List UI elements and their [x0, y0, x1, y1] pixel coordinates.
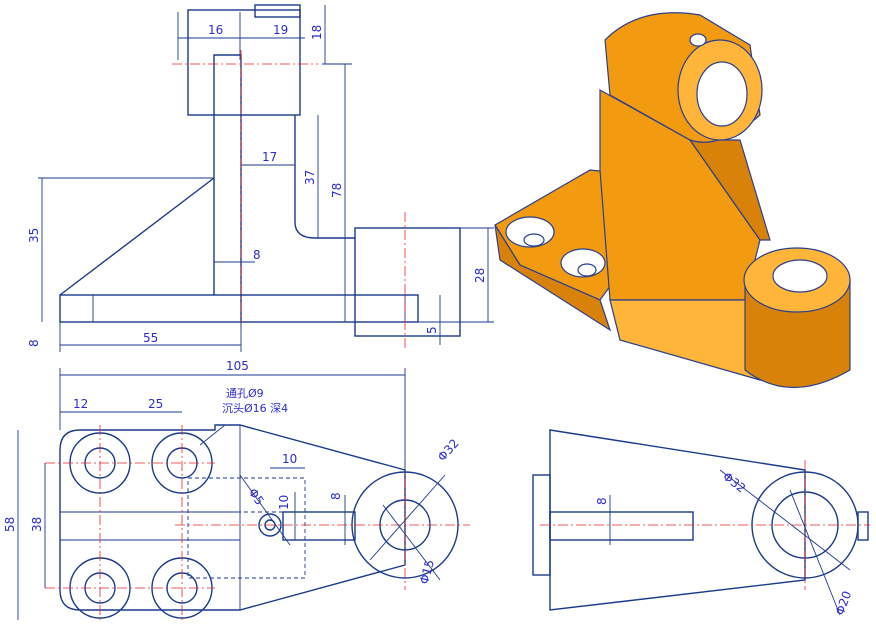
front-dim-78: 78: [330, 183, 344, 198]
top-dim-10a: 10: [282, 452, 297, 466]
front-dim-17: 17: [262, 150, 277, 164]
top-dim-58: 58: [3, 517, 17, 532]
front-dim-8-left: 8: [27, 339, 41, 347]
top-dim-dia32: Φ32: [435, 436, 462, 464]
top-dim-dia15: Φ15: [417, 558, 437, 585]
front-dim-5: 5: [425, 326, 439, 334]
dimension-lines: [38, 5, 494, 352]
front-dim-18: 18: [310, 25, 324, 40]
top-dim-25: 25: [148, 397, 163, 411]
side-dim-8: 8: [595, 497, 609, 505]
front-dim-19: 19: [273, 23, 288, 37]
side-view: 8 Φ32 Φ20: [532, 429, 870, 617]
top-dim-105: 105: [226, 359, 249, 373]
hole-note-line1: 通孔Ø9: [226, 387, 264, 400]
top-dimension-lines: [17, 368, 446, 620]
hole-note-line2: 沉头Ø16 深4: [222, 402, 288, 415]
front-view: 16 19 18 17 37 78 35 8 8 55 28 5: [27, 4, 494, 352]
front-dim-28: 28: [473, 268, 487, 283]
front-dim-16: 16: [208, 23, 223, 37]
top-dim-12: 12: [73, 397, 88, 411]
top-dim-10b: 10: [277, 495, 291, 510]
top-dim-dia5: Φ5: [246, 486, 267, 508]
front-dim-8-web: 8: [253, 248, 261, 262]
top-dim-8: 8: [329, 492, 343, 500]
front-dim-55: 55: [143, 331, 158, 345]
isometric-model: [494, 12, 851, 388]
top-view: 105 12 25 58 38 10 10 8 Φ5 Φ32 Φ15 通孔Ø9 …: [3, 359, 470, 620]
top-dim-38: 38: [30, 517, 44, 532]
front-dim-35: 35: [27, 228, 41, 243]
side-dim-dia20: Φ20: [833, 589, 855, 617]
front-dim-37: 37: [303, 170, 317, 185]
